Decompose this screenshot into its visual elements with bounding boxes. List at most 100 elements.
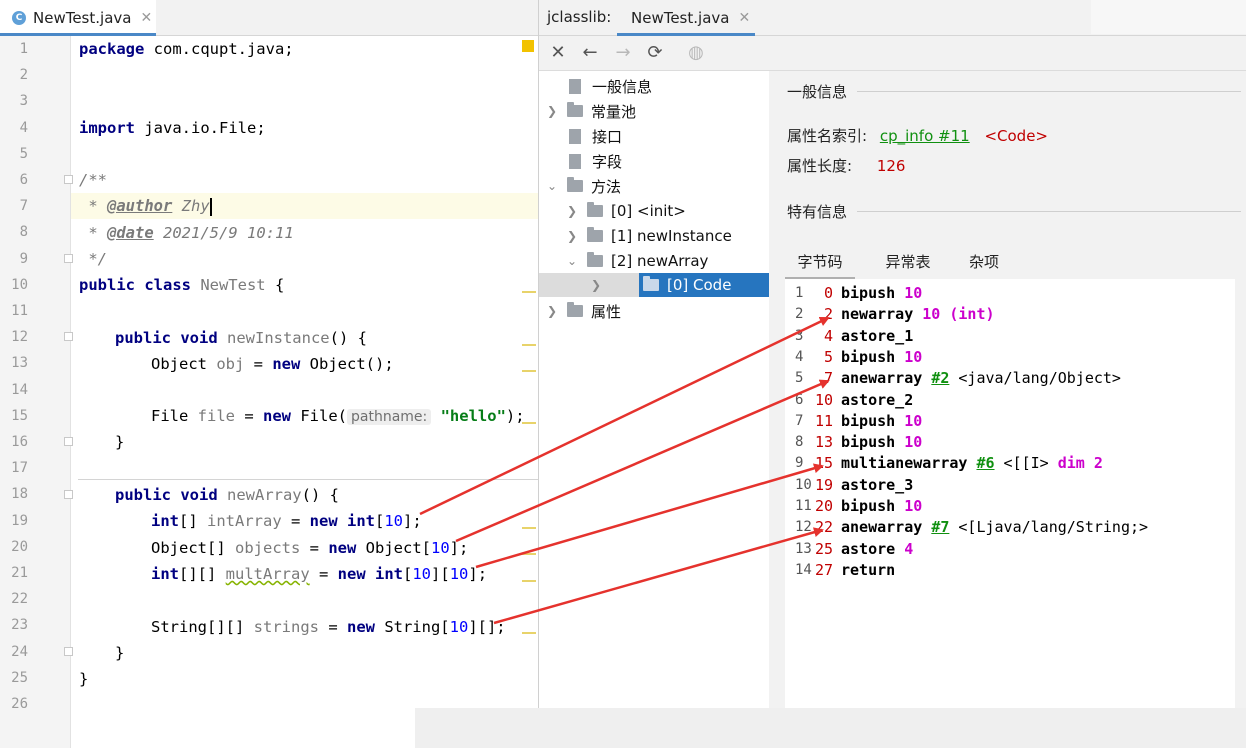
code-line[interactable]: package com.cqupt.java; (79, 36, 294, 62)
tree-item-methods[interactable]: ⌄方法 (545, 174, 621, 198)
code-line[interactable]: public void newInstance() { (115, 325, 367, 351)
tree-expand-code[interactable]: ❯ (589, 273, 611, 297)
warning-stripe[interactable] (522, 344, 536, 346)
line-number: 2 (19, 67, 28, 84)
keyword: new (346, 618, 375, 636)
code-line[interactable]: Object obj = new Object(); (151, 351, 394, 377)
chevron-right-icon[interactable]: ❯ (566, 229, 578, 243)
code-line[interactable]: */ (79, 246, 107, 272)
tree-item-label: 接口 (592, 127, 623, 146)
warning-stripe[interactable] (522, 370, 536, 372)
fold-marker-icon[interactable] (64, 175, 73, 184)
code-line[interactable]: String[][] strings = new String[10][]; (151, 614, 506, 640)
warning-stripe[interactable] (522, 632, 536, 634)
tree-item-label: 常量池 (591, 102, 637, 121)
chevron-right-icon[interactable]: ❯ (566, 204, 578, 218)
fold-marker-icon[interactable] (64, 254, 73, 263)
globe-icon[interactable]: ◍ (688, 42, 704, 63)
tree-item-method-newinstance[interactable]: ❯[1] newInstance (565, 224, 732, 248)
fold-marker-icon[interactable] (64, 332, 73, 341)
editor-tab-bar: C NewTest.java ✕ (0, 0, 538, 36)
code-text: java.io.File; (135, 119, 266, 137)
tree-item-attributes[interactable]: ❯属性 (545, 299, 621, 323)
chevron-down-icon[interactable]: ⌄ (546, 179, 558, 193)
cp-reference-link[interactable]: #6 (976, 454, 995, 473)
code-line[interactable]: Object[] objects = new Object[10]; (151, 535, 468, 561)
code-line[interactable]: public class NewTest { (79, 272, 284, 298)
code-line[interactable]: } (79, 666, 88, 692)
tab-exception-table[interactable]: 异常表 (885, 253, 931, 271)
tab-misc[interactable]: 杂项 (968, 253, 999, 271)
tree-item-interfaces[interactable]: 接口 (545, 124, 622, 148)
close-icon[interactable]: ✕ (550, 42, 566, 63)
chevron-right-icon[interactable]: ❯ (546, 104, 558, 118)
tree-item-method-newarray[interactable]: ⌄[2] newArray (565, 249, 708, 273)
code-text: Object[ (356, 539, 431, 557)
code-line[interactable]: * @author Zhy (79, 193, 212, 219)
line-number: 20 (11, 538, 28, 555)
tree-item-fields[interactable]: 字段 (545, 149, 622, 173)
warning-stripe[interactable] (522, 291, 536, 293)
bytecode-line-number: 2 (795, 306, 804, 323)
editor-tab[interactable]: C NewTest.java ✕ (0, 0, 156, 36)
fold-marker-icon[interactable] (64, 490, 73, 499)
cp-info-link[interactable]: cp_info #11 (879, 127, 970, 145)
warning-indicator-icon[interactable] (522, 40, 534, 52)
fold-marker-icon[interactable] (64, 437, 73, 446)
close-tab-icon[interactable]: ✕ (738, 9, 751, 26)
section-general-info: 一般信息 (787, 81, 1242, 102)
chevron-right-icon[interactable]: ❯ (590, 278, 602, 292)
back-arrow-icon[interactable]: ← (582, 42, 598, 63)
code-text: [ (374, 512, 385, 530)
code-text: ][]; (468, 618, 506, 636)
code-text: Object(); (300, 355, 394, 373)
code-line[interactable]: int[] intArray = new int[10]; (151, 508, 422, 534)
code-line[interactable]: * @date 2021/5/9 10:11 (79, 220, 293, 246)
fold-marker-icon[interactable] (64, 647, 73, 656)
code-line[interactable]: import java.io.File; (79, 115, 266, 141)
code-line[interactable]: /** (79, 167, 107, 193)
forward-arrow-icon[interactable]: → (615, 42, 631, 63)
tab-bytecode[interactable]: 字节码 (785, 247, 855, 279)
code-line[interactable]: } (115, 429, 124, 455)
code-line[interactable]: } (115, 640, 124, 666)
jclasslib-file-tab[interactable]: NewTest.java ✕ (617, 0, 755, 36)
line-number: 23 (11, 617, 28, 634)
refresh-icon[interactable]: ⟳ (647, 42, 663, 63)
chevron-down-icon[interactable]: ⌄ (566, 254, 578, 268)
warning-stripe[interactable] (522, 580, 536, 582)
cp-reference-link[interactable]: #7 (931, 518, 950, 537)
tree-item-code-selected[interactable]: [0] Code (639, 273, 769, 297)
tree-item-method-init[interactable]: ❯[0] <init> (565, 199, 686, 223)
code-line[interactable]: File file = new File(pathname: "hello"); (151, 403, 525, 429)
jclasslib-toolbar: ✕ ← → ⟳ ◍ (539, 36, 1246, 71)
warning-stripe[interactable] (522, 527, 536, 529)
tree-item-general-info[interactable]: 一般信息 (545, 74, 652, 98)
close-tab-icon[interactable]: ✕ (140, 9, 153, 26)
java-class-icon: C (12, 10, 26, 25)
cp-reference-link[interactable]: #2 (931, 369, 950, 388)
section-title: 一般信息 (787, 83, 848, 101)
code-line[interactable]: int[][] multArray = new int[10][10]; (151, 561, 487, 587)
class-structure-tree[interactable]: 一般信息 ❯ 常量池 接口 字段 ⌄方法 ❯[0] <init> ❯[1] new… (539, 71, 769, 748)
code-line[interactable]: public void newArray() { (115, 482, 339, 508)
tree-item-constant-pool[interactable]: ❯ 常量池 (545, 99, 636, 123)
warning-stripe[interactable] (522, 553, 536, 555)
chevron-right-icon[interactable]: ❯ (546, 304, 558, 318)
